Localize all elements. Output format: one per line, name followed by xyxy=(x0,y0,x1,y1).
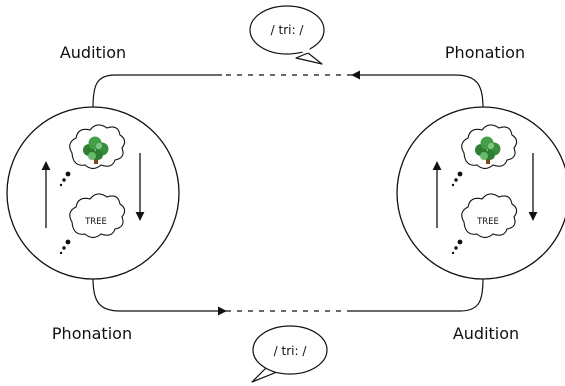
label-phonation-top: Phonation xyxy=(445,43,525,62)
thought-word-left: TREE xyxy=(84,217,107,227)
phonetic-text-top: / tri: / xyxy=(271,23,305,37)
bottom-connection xyxy=(92,277,484,316)
speaker-head-left: TREE xyxy=(6,106,180,280)
thought-word-right: TREE xyxy=(476,217,499,227)
label-audition-top: Audition xyxy=(60,43,126,62)
phonetic-text-bottom: / tri: / xyxy=(274,344,308,358)
label-phonation-bottom: Phonation xyxy=(52,324,132,343)
speaker-head-right: TREE xyxy=(396,106,565,280)
speech-bubble-bottom: / tri: / xyxy=(251,325,328,383)
thought-bubble-word-right: TREE xyxy=(451,193,518,255)
thought-bubble-image-right xyxy=(451,124,518,187)
thought-bubble-word-left: TREE xyxy=(59,193,126,255)
top-connection xyxy=(92,70,484,109)
speech-bubble-top: / tri: / xyxy=(249,5,325,65)
thought-bubble-image-left xyxy=(59,124,126,187)
label-audition-bottom: Audition xyxy=(453,324,519,343)
